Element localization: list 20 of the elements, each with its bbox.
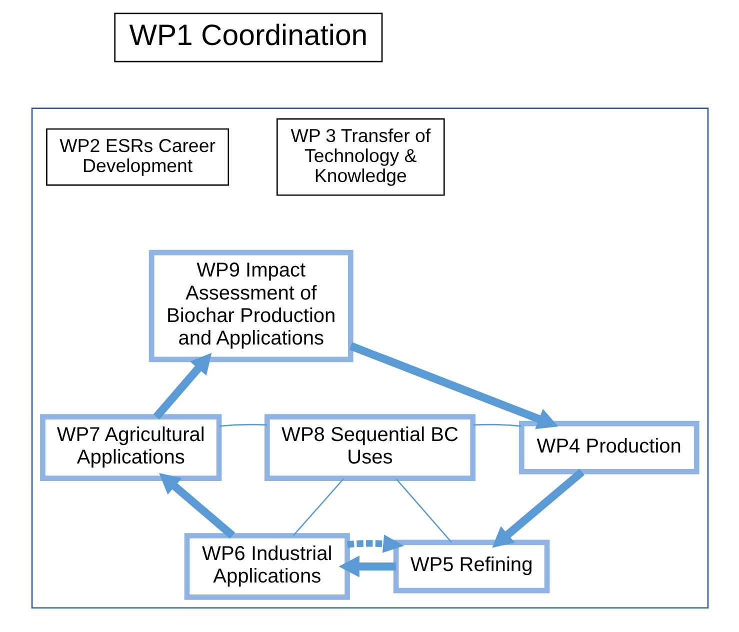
node-box: WP6 Industrial Applications bbox=[184, 533, 350, 600]
arrow bbox=[338, 556, 396, 578]
connector bbox=[292, 478, 344, 536]
node-box: WP9 Impact Assessment of Biochar Production and Applications bbox=[148, 250, 353, 362]
node-box: WP4 Production bbox=[518, 420, 699, 474]
node-box: WP 3 Transfer of Technology & Knowledge bbox=[276, 118, 444, 196]
connector bbox=[218, 424, 266, 427]
node-box: WP7 Agricultural Applications bbox=[40, 414, 222, 481]
connector bbox=[395, 478, 452, 543]
cluster bbox=[30, 108, 708, 609]
arrow bbox=[158, 472, 235, 539]
node-box: WP8 Sequential BC Uses bbox=[264, 414, 476, 481]
node-box: WP5 Refining bbox=[392, 540, 550, 594]
arrow bbox=[492, 468, 584, 548]
arrow bbox=[348, 342, 558, 430]
node-box: WP1 Coordination bbox=[114, 12, 382, 62]
node-box: WP2 ESRs Career Development bbox=[46, 128, 229, 186]
arrow bbox=[346, 534, 404, 553]
arrow bbox=[152, 352, 212, 420]
connector bbox=[472, 424, 522, 427]
